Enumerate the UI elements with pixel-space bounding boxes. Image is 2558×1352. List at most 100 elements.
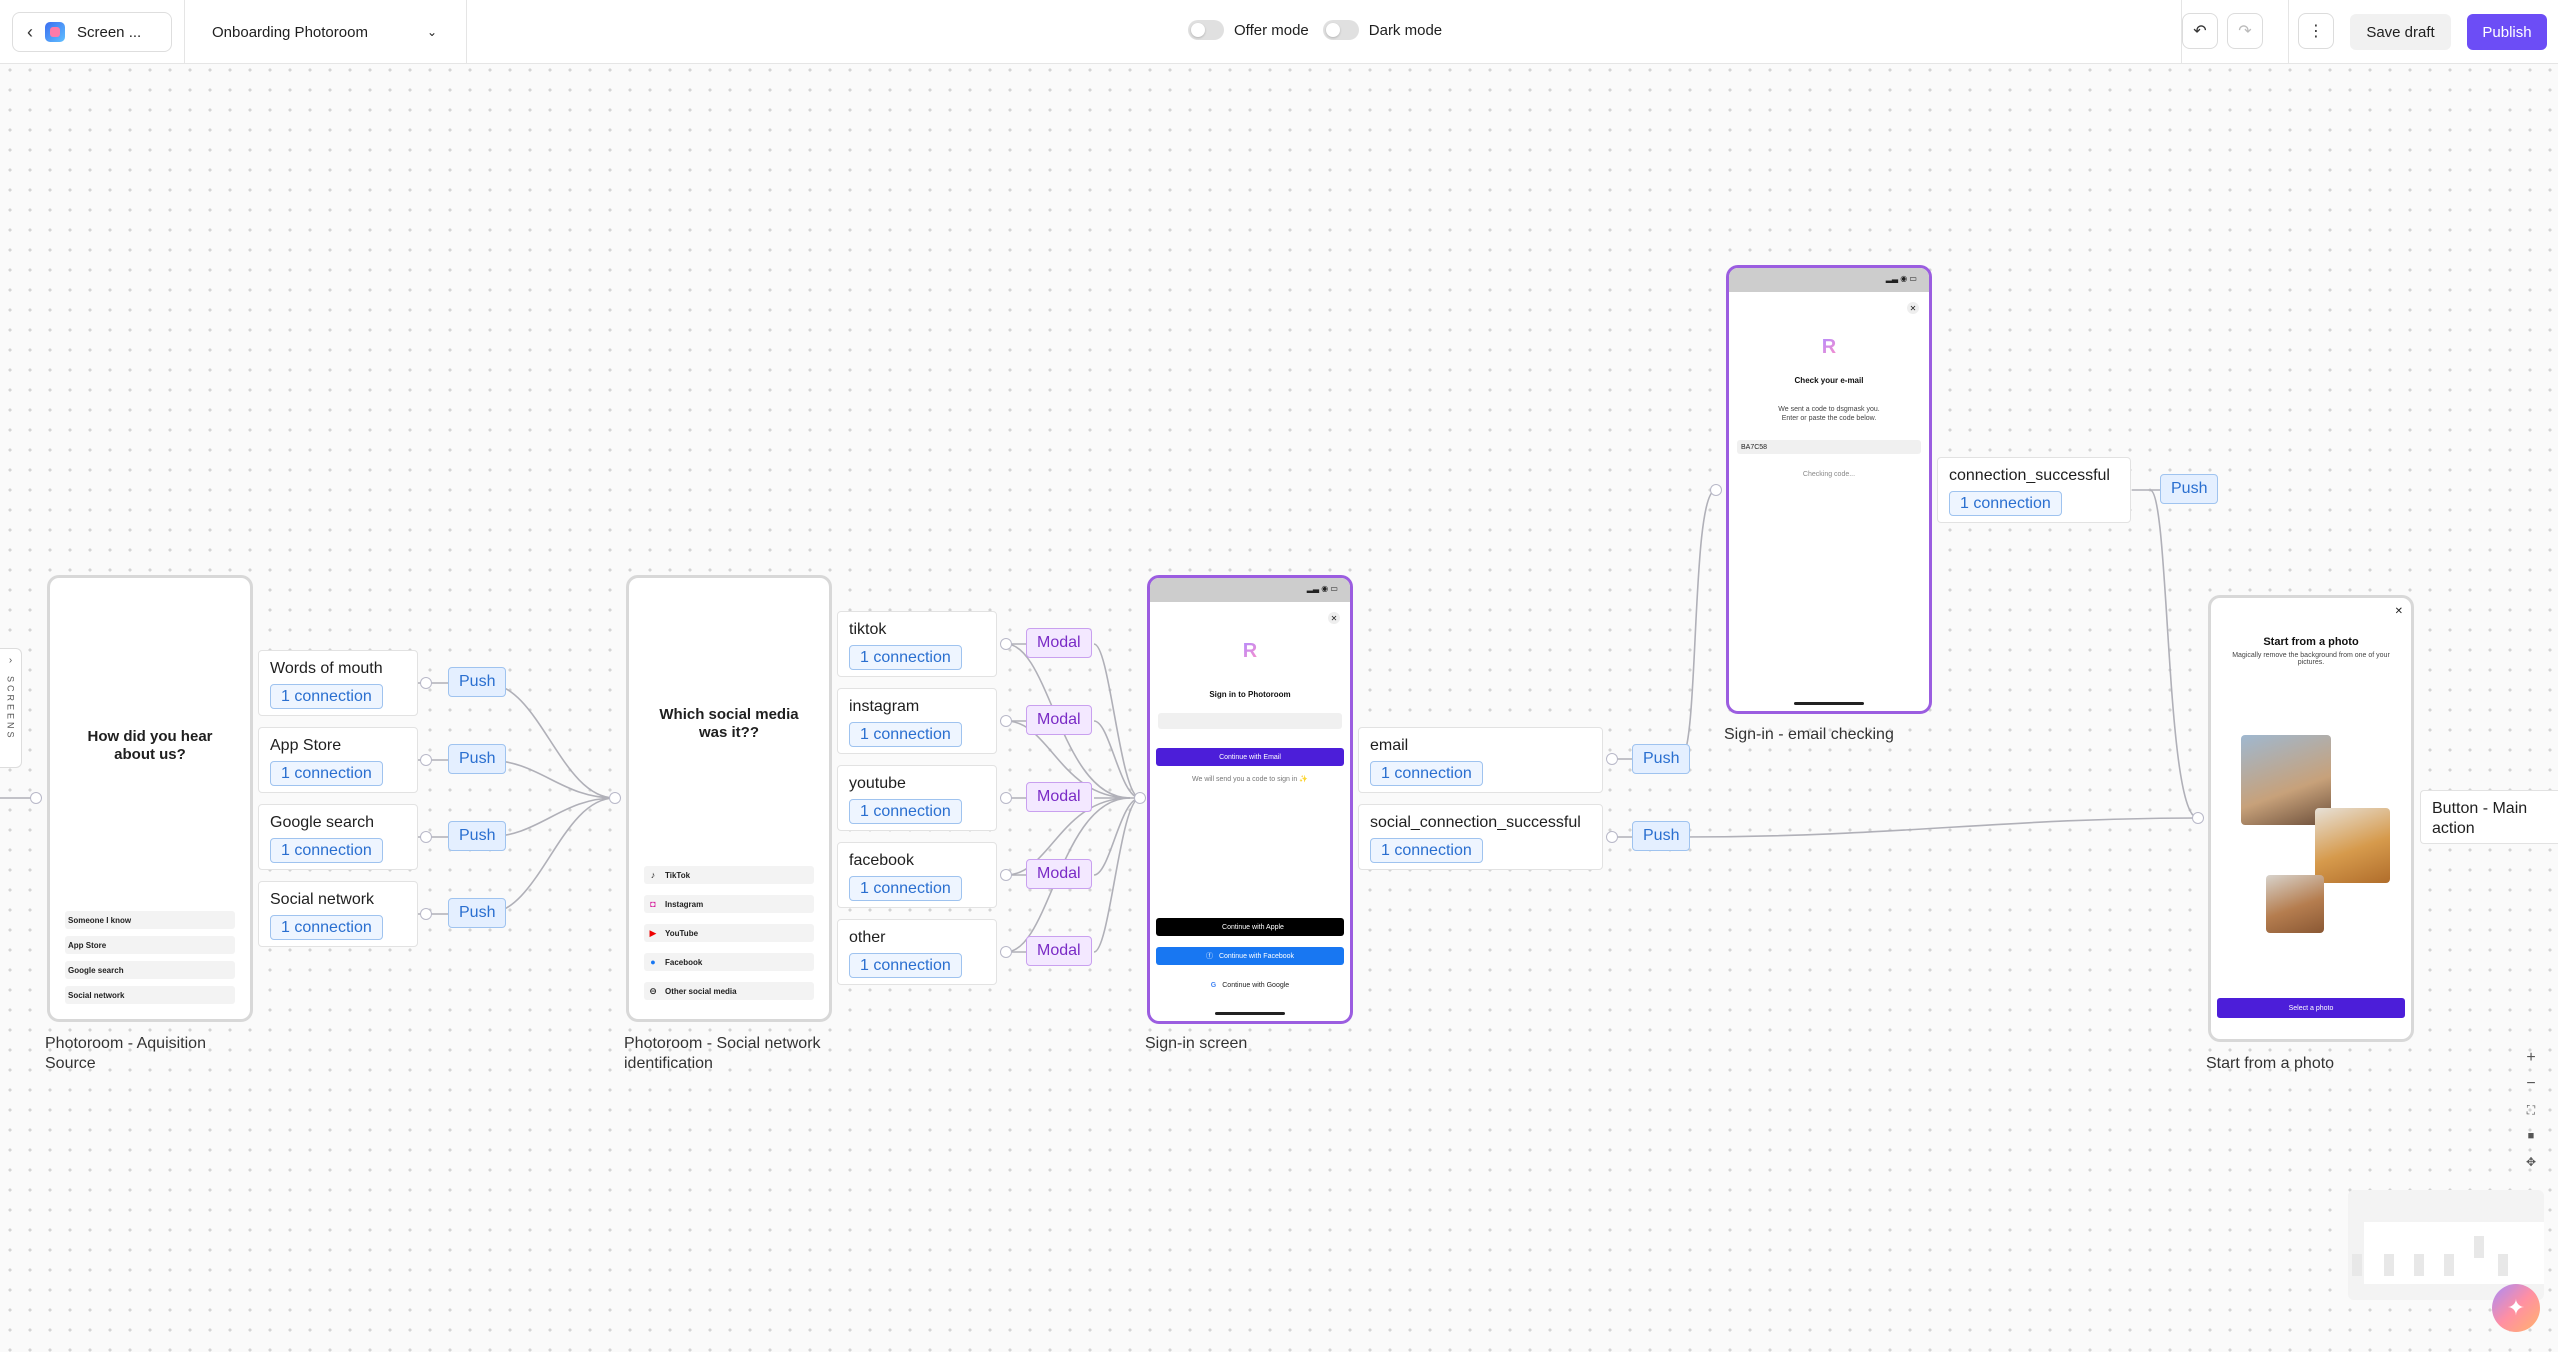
offer-mode-label: Offer mode <box>1234 21 1309 39</box>
option-card[interactable]: email 1 connection <box>1358 727 1603 793</box>
connection-badge[interactable]: 1 connection <box>849 876 962 901</box>
option-card[interactable]: tiktok 1 connection <box>837 611 997 677</box>
lock-icon[interactable]: ■ <box>2527 1130 2535 1142</box>
save-draft-button[interactable]: Save draft <box>2350 14 2451 50</box>
connection-handle[interactable] <box>1606 753 1618 765</box>
option-card[interactable]: Button - Main action <box>2420 790 2558 844</box>
connection-badge[interactable]: 1 connection <box>270 684 383 709</box>
publish-button[interactable]: Publish <box>2467 14 2547 50</box>
dog-photo <box>2315 808 2390 883</box>
option-card[interactable]: App Store 1 connection <box>258 727 418 793</box>
connection-badge[interactable]: 1 connection <box>849 645 962 670</box>
connection-handle[interactable] <box>420 831 432 843</box>
connection-handle[interactable] <box>1134 792 1146 804</box>
auto-layout-icon[interactable]: ✥ <box>2525 1155 2537 1169</box>
check-email-heading: Check your e-mail <box>1794 376 1864 385</box>
modal-transition[interactable]: Modal <box>1026 782 1092 812</box>
push-transition[interactable]: Push <box>1632 821 1691 851</box>
minus-icon[interactable]: − <box>2526 1075 2536 1092</box>
connection-badge[interactable]: 1 connection <box>849 953 962 978</box>
flow-name: Onboarding Photoroom <box>212 23 368 41</box>
dark-mode-toggle[interactable] <box>1322 20 1359 40</box>
modal-transition[interactable]: Modal <box>1026 936 1092 966</box>
screen-social-network[interactable]: Which social media was it?? ♪TikTok ◘Ins… <box>626 575 832 1022</box>
offer-mode-toggle[interactable] <box>1188 20 1224 40</box>
minimap-node <box>2444 1254 2454 1276</box>
connection-handle[interactable] <box>30 792 42 804</box>
google-icon: G <box>1210 981 1217 989</box>
minimap-viewport <box>2364 1222 2544 1284</box>
connection-badge[interactable]: 1 connection <box>1949 491 2062 516</box>
option-card[interactable]: facebook 1 connection <box>837 842 997 908</box>
option-card[interactable]: instagram 1 connection <box>837 688 997 754</box>
minimap-node <box>2474 1236 2484 1258</box>
instagram-icon: ◘ <box>650 899 656 909</box>
modal-transition[interactable]: Modal <box>1026 628 1092 658</box>
sparkles-icon[interactable]: ✦ <box>2492 1284 2540 1332</box>
screen-email-checking[interactable]: ▂▃ ◉ ▭ ✕ R Check your e-mail We sent a c… <box>1726 265 1932 714</box>
plus-icon[interactable]: + <box>2526 1049 2536 1066</box>
top-bar: ‹ Screen ... Onboarding Photoroom ⌄ Offe… <box>0 0 2558 64</box>
redo-icon[interactable]: ↷ <box>2227 13 2263 49</box>
connection-handle[interactable] <box>420 754 432 766</box>
screen-acquisition-source[interactable]: How did you hear about us? Someone I kno… <box>47 575 253 1022</box>
minimap-node <box>2384 1254 2394 1276</box>
option-card[interactable]: social_connection_successful 1 connectio… <box>1358 804 1603 870</box>
option-card[interactable]: Google search 1 connection <box>258 804 418 870</box>
connection-badge[interactable]: 1 connection <box>849 799 962 824</box>
divider <box>2288 0 2289 64</box>
connection-handle[interactable] <box>1000 792 1012 804</box>
connection-badge[interactable]: 1 connection <box>1370 761 1483 786</box>
facebook-icon: ● <box>650 957 656 967</box>
push-transition[interactable]: Push <box>1632 744 1691 774</box>
flow-selector[interactable]: Onboarding Photoroom ⌄ <box>212 18 437 46</box>
undo-icon[interactable]: ↶ <box>2182 13 2218 49</box>
connection-handle[interactable] <box>1000 869 1012 881</box>
option-card[interactable]: other 1 connection <box>837 919 997 985</box>
more-vertical-icon[interactable]: ⋮ <box>2298 13 2334 49</box>
screen-start-from-photo[interactable]: ✕ Start from a photo Magically remove th… <box>2208 595 2414 1042</box>
push-transition[interactable]: Push <box>448 667 507 697</box>
option-label: youtube <box>849 775 906 792</box>
connection-badge[interactable]: 1 connection <box>1370 838 1483 863</box>
screen-sign-in[interactable]: ▂▃ ◉ ▭ ✕ R Sign in to Photoroom Continue… <box>1147 575 1353 1024</box>
connection-handle[interactable] <box>1000 715 1012 727</box>
connection-handle[interactable] <box>1000 638 1012 650</box>
minimap[interactable] <box>2348 1190 2544 1300</box>
option-card[interactable]: Words of mouth 1 connection <box>258 650 418 716</box>
screens-sidebar-toggle[interactable]: › SCREENS <box>0 648 22 768</box>
push-transition[interactable]: Push <box>448 821 507 851</box>
connection-handle[interactable] <box>609 792 621 804</box>
chevron-down-icon: ⌄ <box>426 25 437 39</box>
fit-screen-icon[interactable]: ⛶ <box>2526 1102 2536 1117</box>
push-transition[interactable]: Push <box>448 744 507 774</box>
minimap-node <box>2498 1254 2508 1276</box>
connection-handle[interactable] <box>420 908 432 920</box>
option-card[interactable]: connection_successful 1 connection <box>1937 457 2131 523</box>
back-to-screens-button[interactable]: ‹ Screen ... <box>12 12 172 52</box>
option-card[interactable]: Social network 1 connection <box>258 881 418 947</box>
option-item: ⊖Other social media <box>644 982 814 1000</box>
option-label: instagram <box>849 698 920 715</box>
connection-badge[interactable]: 1 connection <box>270 838 383 863</box>
other-icon: ⊖ <box>649 985 657 996</box>
photo-heading: Start from a photo <box>2263 636 2359 648</box>
connection-badge[interactable]: 1 connection <box>849 722 962 747</box>
connection-badge[interactable]: 1 connection <box>270 915 383 940</box>
modal-transition[interactable]: Modal <box>1026 705 1092 735</box>
option-label: tiktok <box>849 621 887 638</box>
modal-transition[interactable]: Modal <box>1026 859 1092 889</box>
option-item: ▶YouTube <box>644 924 814 942</box>
connection-handle[interactable] <box>1000 946 1012 958</box>
connection-handle[interactable] <box>2192 812 2204 824</box>
app-logo-icon <box>45 22 65 42</box>
push-transition[interactable]: Push <box>2160 474 2219 504</box>
push-transition[interactable]: Push <box>448 898 507 928</box>
connection-badge[interactable]: 1 connection <box>270 761 383 786</box>
email-input <box>1158 713 1342 729</box>
connection-handle[interactable] <box>1606 831 1618 843</box>
connection-handle[interactable] <box>1710 484 1722 496</box>
option-card[interactable]: youtube 1 connection <box>837 765 997 831</box>
connection-handle[interactable] <box>420 677 432 689</box>
